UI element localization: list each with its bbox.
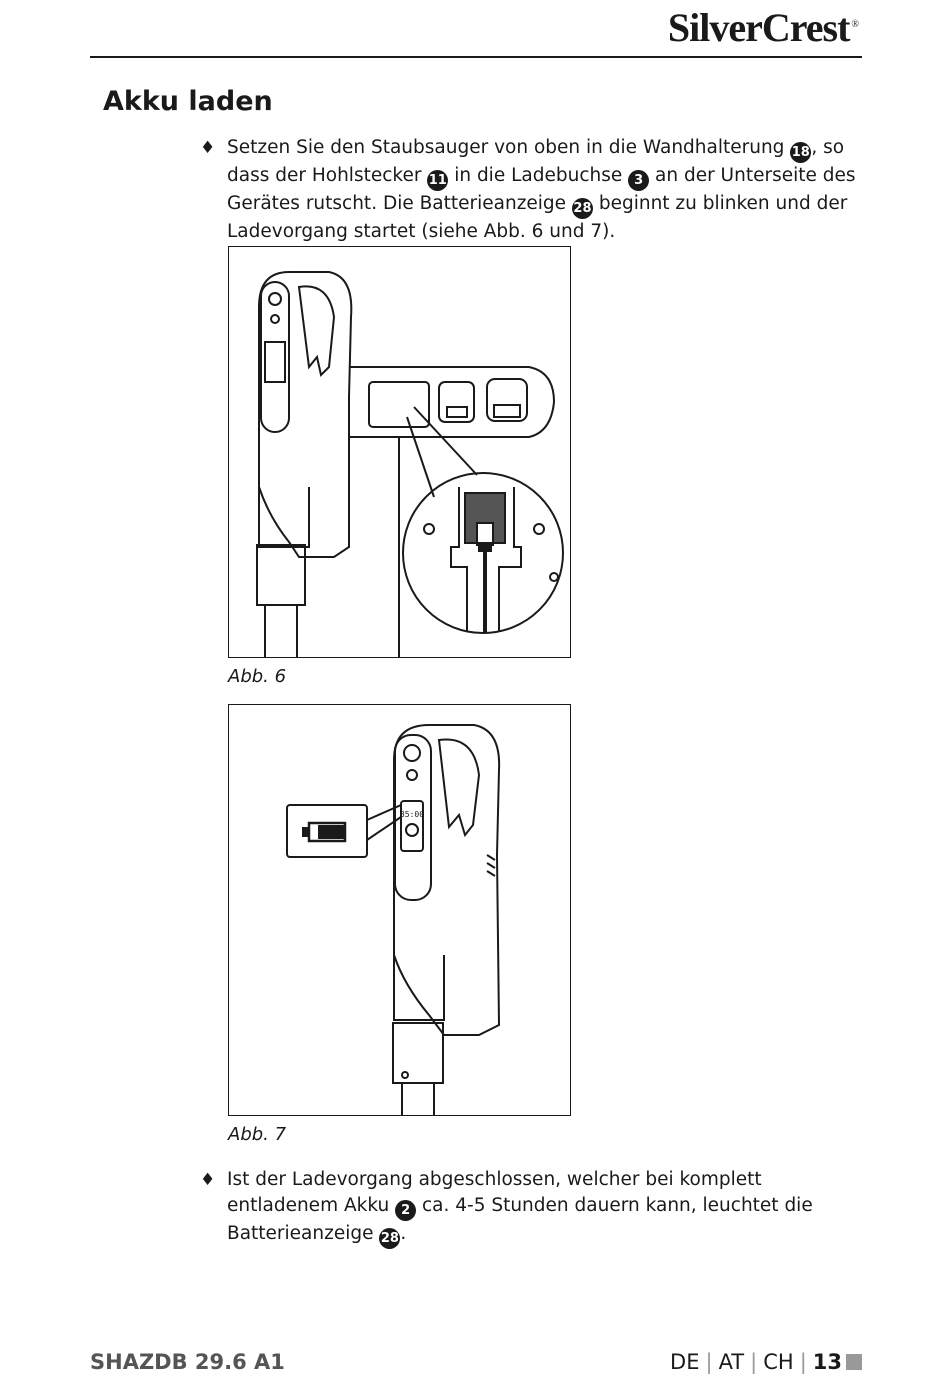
footer-nav: DE|AT|CH|13	[670, 1350, 862, 1374]
figure-7-caption: Abb. 7	[228, 1124, 287, 1145]
lang-de: DE	[670, 1350, 700, 1374]
ref-number: 28	[379, 1228, 401, 1249]
lang-at: AT	[718, 1350, 745, 1374]
figure-6-illustration	[228, 246, 571, 658]
paragraph-completion: Ist der Ladevorgang abgeschlossen, welch…	[227, 1167, 867, 1249]
page-number: 13	[812, 1350, 842, 1374]
vacuum-wall-mount-drawing	[256, 271, 564, 657]
bullet-icon: ♦	[200, 138, 216, 158]
vacuum-battery-indicator-drawing: 35:00	[286, 724, 501, 1115]
ref-number: 2	[395, 1200, 417, 1221]
header-rule	[90, 56, 862, 58]
ref-number: 11	[427, 170, 449, 191]
bullet-icon: ♦	[200, 1170, 216, 1190]
lang-ch: CH	[763, 1350, 794, 1374]
figure-6-caption: Abb. 6	[228, 666, 287, 687]
ref-number: 28	[571, 198, 593, 219]
figure-7-illustration: 35:00	[228, 704, 571, 1116]
display-timer: 35:00	[400, 810, 424, 819]
section-title: Akku laden	[103, 86, 273, 117]
ref-number: 3	[628, 170, 650, 191]
ref-number: 18	[790, 142, 812, 163]
page-marker-icon	[846, 1354, 862, 1370]
model-number: SHAZDB 29.6 A1	[90, 1350, 285, 1374]
paragraph-setup: Setzen Sie den Staubsauger von oben in d…	[227, 137, 856, 242]
brand-logo: SilverCrest®	[667, 5, 859, 50]
